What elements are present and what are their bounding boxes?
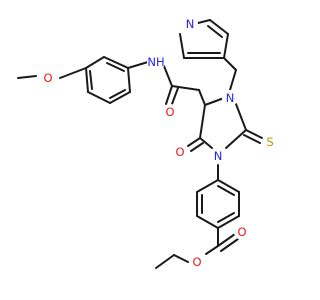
atom-label: O xyxy=(43,71,52,85)
bond xyxy=(225,129,247,149)
bond xyxy=(217,212,235,223)
atom-oxygen-ring: O xyxy=(172,144,188,160)
atom-label: O xyxy=(175,145,184,159)
bond xyxy=(229,69,237,91)
atom-sulfur-thione: S xyxy=(262,134,278,150)
atom-oxygen-amide: O xyxy=(162,104,178,120)
bond-layer xyxy=(17,19,263,269)
bond xyxy=(89,70,93,90)
bond xyxy=(155,254,175,269)
bond xyxy=(217,233,236,247)
bond xyxy=(217,185,235,196)
bond xyxy=(217,179,240,193)
bond xyxy=(196,215,219,229)
bond xyxy=(197,19,211,24)
bond xyxy=(196,179,219,193)
bond xyxy=(205,245,219,255)
atom-label: O xyxy=(192,255,201,269)
bond xyxy=(127,67,131,93)
atom-label: N xyxy=(226,91,235,105)
atom-oxygen-ester-carbonyl: O xyxy=(234,224,250,240)
bond xyxy=(217,215,240,229)
atom-nitrogen-ring-top: N xyxy=(222,90,238,106)
atom-label-layer: O NH N O N O S N xyxy=(40,16,278,270)
atom-nitrogen-pyridine: N xyxy=(182,16,198,32)
molecule-structure: O NH N O N O S N xyxy=(17,16,278,270)
bond xyxy=(245,129,263,139)
bond xyxy=(187,137,201,147)
bond xyxy=(59,67,87,79)
bond xyxy=(243,134,261,144)
bond xyxy=(207,25,223,38)
bond xyxy=(204,97,225,106)
bond xyxy=(109,91,131,104)
atom-label: O xyxy=(237,225,246,239)
bond xyxy=(171,85,200,91)
bond xyxy=(17,75,37,79)
atom-nitrogen-amide: NH xyxy=(147,53,165,71)
bond xyxy=(85,56,105,69)
bond xyxy=(87,91,111,104)
bond xyxy=(179,33,185,59)
bond xyxy=(127,61,149,69)
atom-label: S xyxy=(266,135,273,149)
bond xyxy=(190,142,204,152)
bond xyxy=(223,57,237,71)
bond xyxy=(165,85,173,105)
bond xyxy=(109,89,126,99)
bond xyxy=(173,254,189,263)
atom-label: N xyxy=(214,149,223,163)
bond xyxy=(171,87,179,105)
atom-oxygen-methoxy: O xyxy=(40,70,56,86)
bond xyxy=(198,89,206,106)
atom-nitrogen-ring-bottom: N xyxy=(210,148,226,164)
bond xyxy=(235,103,247,131)
bond xyxy=(163,65,173,87)
atom-label: N xyxy=(186,17,195,31)
bond xyxy=(103,56,129,69)
bond xyxy=(220,238,239,252)
bond xyxy=(199,104,206,139)
atom-label: O xyxy=(165,105,174,119)
bond xyxy=(106,62,125,72)
atom-label: NH xyxy=(147,55,164,69)
bond xyxy=(223,33,229,59)
atom-oxygen-ester: O xyxy=(189,254,205,270)
bond xyxy=(199,137,213,149)
bond xyxy=(209,19,229,35)
bond xyxy=(85,67,89,93)
